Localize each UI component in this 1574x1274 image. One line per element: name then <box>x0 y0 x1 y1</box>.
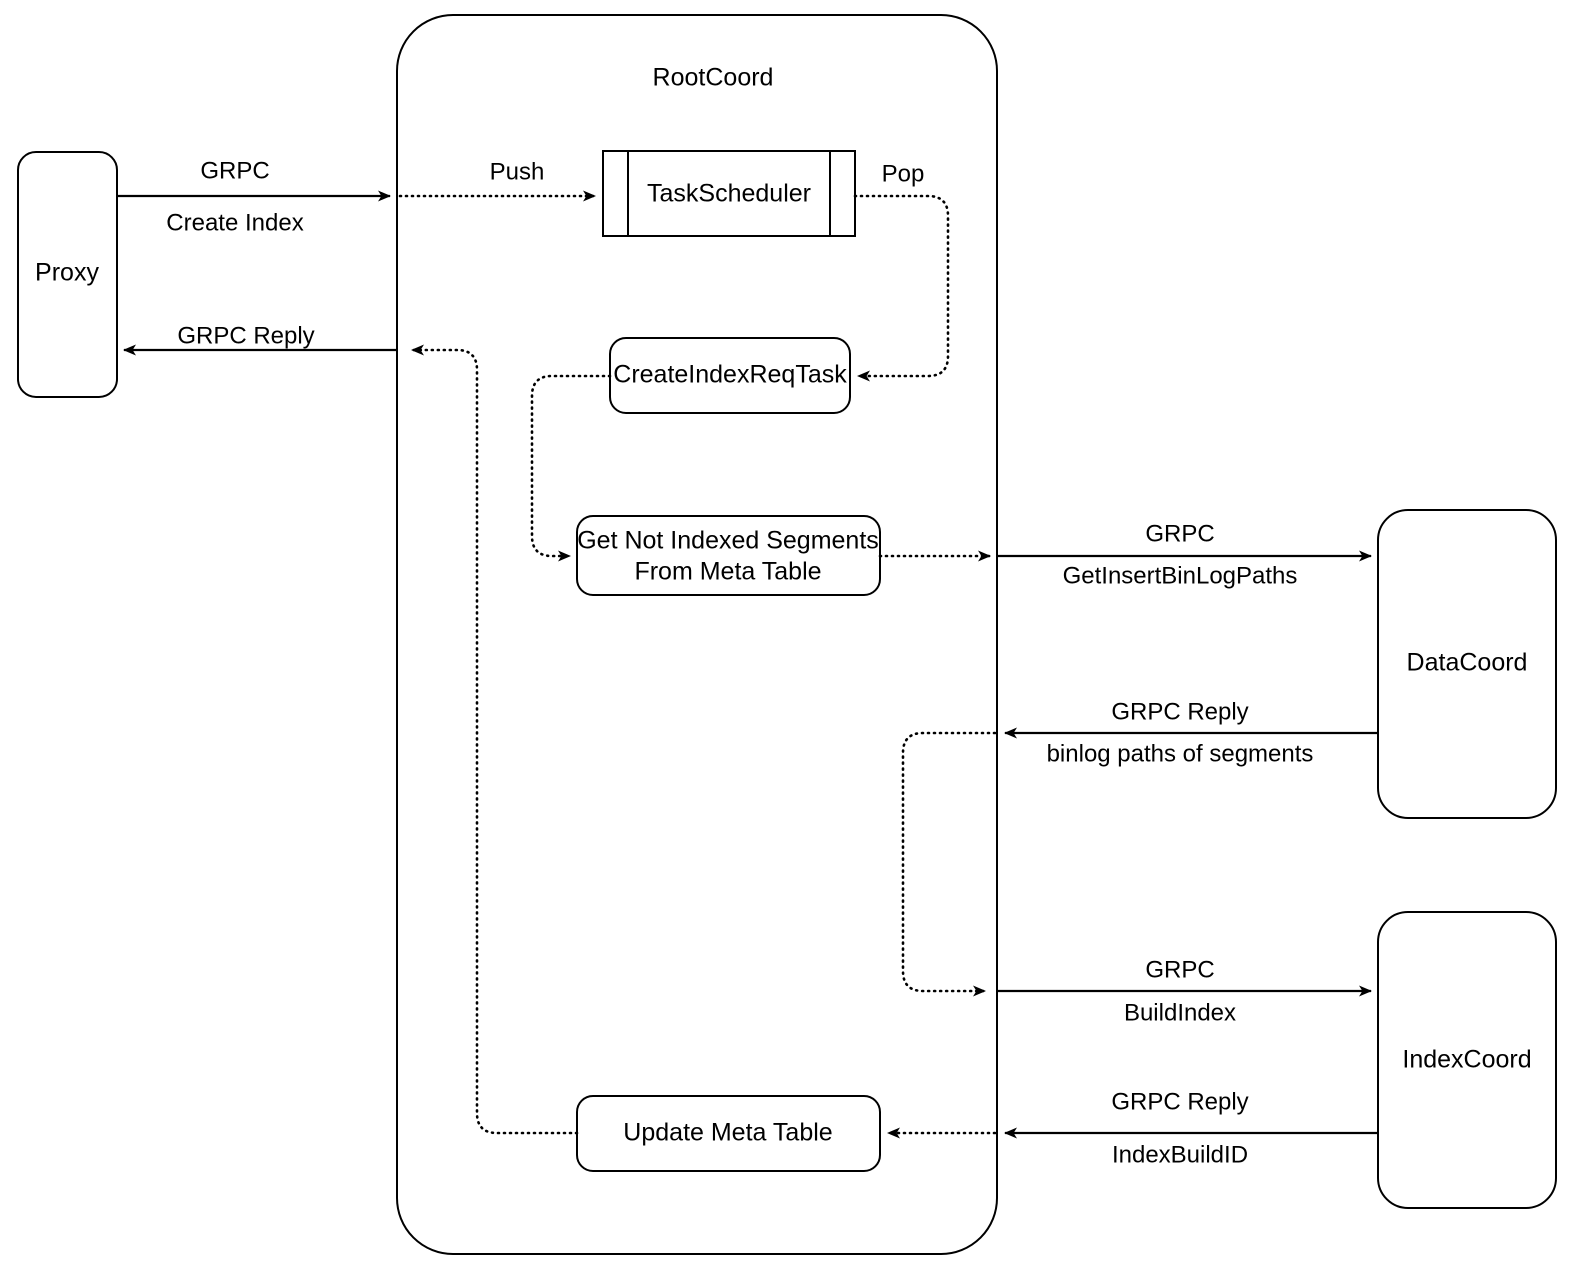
node-data-coord-label: DataCoord <box>1407 649 1528 677</box>
edge-pop-label: Pop <box>882 160 925 187</box>
edge-rootcoord-to-datacoord-label-1: GRPC <box>1145 520 1214 547</box>
node-data-coord[interactable] <box>1377 509 1557 819</box>
node-task-scheduler[interactable] <box>602 150 856 237</box>
edge-proxy-to-rootcoord-label-2: Create Index <box>166 209 303 236</box>
edge-binlog-reply-to-buildindex <box>901 731 997 997</box>
node-index-coord[interactable] <box>1377 911 1557 1209</box>
edge-indexcoord-to-rootcoord-label-1: GRPC Reply <box>1111 1088 1248 1115</box>
edge-datacoord-to-rootcoord-label-2: binlog paths of segments <box>1047 740 1314 767</box>
edge-push-label: Push <box>490 158 545 185</box>
node-get-not-indexed-segments-line2: From Meta Table <box>634 558 821 586</box>
edge-rootcoord-to-datacoord-label-2: GetInsertBinLogPaths <box>1063 562 1298 589</box>
node-index-coord-label: IndexCoord <box>1402 1046 1531 1074</box>
node-get-not-indexed-segments-line1: Get Not Indexed Segments <box>577 527 879 555</box>
node-proxy[interactable] <box>17 151 118 398</box>
edge-pop <box>853 194 950 382</box>
edge-rootcoord-to-proxy-label-1: GRPC Reply <box>177 322 314 349</box>
edge-proxy-to-rootcoord-label-1: GRPC <box>200 157 269 184</box>
node-update-meta-table-label: Update Meta Table <box>623 1119 832 1147</box>
node-create-index-req-task-label: CreateIndexReqTask <box>613 361 847 389</box>
node-task-scheduler-label: TaskScheduler <box>647 180 811 208</box>
rootcoord-label: RootCoord <box>653 64 774 92</box>
edge-rootcoord-to-indexcoord-label-1: GRPC <box>1145 956 1214 983</box>
edge-indexcoord-to-rootcoord-label-2: IndexBuildID <box>1112 1141 1248 1168</box>
edge-create-index-task-to-get-segments <box>530 374 612 562</box>
rootcoord-container <box>396 14 998 1255</box>
edge-rootcoord-to-indexcoord-label-2: BuildIndex <box>1124 999 1236 1026</box>
edge-datacoord-to-rootcoord-label-1: GRPC Reply <box>1111 698 1248 725</box>
node-proxy-label: Proxy <box>35 259 99 287</box>
